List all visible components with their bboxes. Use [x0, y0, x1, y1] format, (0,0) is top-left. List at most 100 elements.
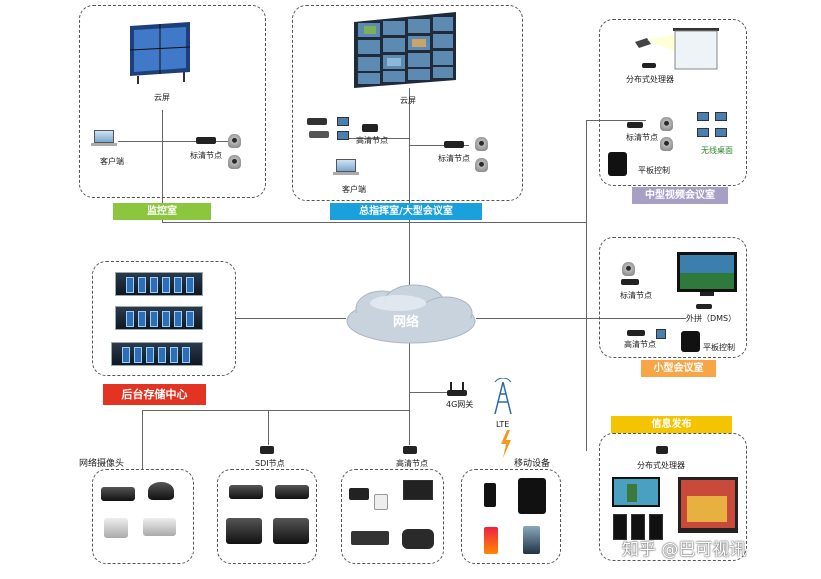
client-label-2: 客户端: [342, 185, 366, 194]
hd-pc-icon-b[interactable]: [337, 131, 349, 140]
sd-node-label-4: 标清节点: [620, 291, 652, 300]
small-conf-box: [599, 237, 747, 358]
mobile-devices-box: [461, 469, 561, 564]
ptz-camera-icon-2b[interactable]: [475, 158, 488, 172]
tablet-control-label-1: 平板控制: [638, 166, 670, 175]
hd-node-label-5: 高清节点: [396, 459, 428, 468]
hd-drop-line: [409, 410, 410, 445]
hd-camera-icon-b[interactable]: [275, 485, 309, 499]
distributed-processor-device-2[interactable]: [656, 446, 668, 454]
bullet-camera-icon-b[interactable]: [143, 518, 176, 536]
external-splice-label: 外拼（DMS）: [686, 314, 737, 323]
client-label-1: 客户端: [100, 157, 124, 166]
streaming-box-icon[interactable]: [402, 529, 434, 549]
smartphone-icon-b[interactable]: [484, 527, 498, 554]
client-laptop-2[interactable]: [336, 159, 356, 172]
network-cloud-label: 网络: [393, 315, 420, 330]
network-camera-box: [92, 469, 194, 564]
wireless-desktop-label: 无线桌面: [701, 146, 733, 155]
ptz-camera-icon-4[interactable]: [622, 262, 635, 276]
workstation-icon[interactable]: [403, 480, 433, 500]
info-publish-box: [599, 433, 747, 561]
blu-ray-player-icon[interactable]: [351, 531, 389, 545]
monitor-room-box: [79, 5, 266, 198]
sd-node-device-4[interactable]: [621, 279, 639, 285]
storage-server-3: [111, 342, 203, 366]
network-cloud: [346, 284, 476, 344]
tablet-icon-1[interactable]: [608, 152, 627, 176]
ptz-camera-icon-1b[interactable]: [228, 155, 241, 169]
hd-node-device-2a[interactable]: [307, 118, 327, 125]
mid-conf-box: [599, 19, 747, 186]
monitor-client-line: [118, 141, 228, 142]
storage-link-line: [236, 318, 346, 319]
ptz-camera-icon-3b[interactable]: [660, 137, 673, 151]
tablet-icon-2[interactable]: [681, 331, 700, 352]
dome-camera-icon[interactable]: [148, 482, 174, 500]
main-horizontal-line: [162, 222, 587, 223]
ptz-camera-icon-1a[interactable]: [228, 134, 241, 148]
monitor-vertical-line: [162, 110, 163, 223]
client-laptop-base-2: [333, 172, 359, 175]
dms-device[interactable]: [696, 304, 712, 309]
hd-node-device-5[interactable]: [403, 446, 417, 454]
gateway-4g-label: 4G网关: [446, 400, 474, 409]
storage-box: [92, 261, 236, 376]
sd-node-device-3[interactable]: [627, 122, 643, 128]
desktop-pc-icon-b[interactable]: [715, 112, 727, 121]
bullet-camera-icon-a[interactable]: [104, 518, 128, 538]
client-laptop-1[interactable]: [94, 130, 114, 143]
cmd-sd-line: [409, 145, 469, 146]
bar-command-room: 总指挥室/大型会议室: [330, 203, 482, 220]
video-wall-1: [129, 22, 191, 84]
bar-backend-storage: 后台存储中心: [103, 384, 206, 405]
media-box-icon[interactable]: [349, 488, 369, 500]
hd-node-device-2c[interactable]: [362, 124, 378, 132]
sd-node-device-2[interactable]: [444, 141, 464, 148]
hd-node-label-2: 高清节点: [356, 136, 388, 145]
hd-node-device-4[interactable]: [627, 330, 645, 336]
watermark: 知乎 @巴可视讯: [622, 540, 747, 560]
display-monitor: [677, 252, 737, 296]
lte-label: LTE: [496, 420, 510, 429]
sd-node-device-1[interactable]: [196, 137, 216, 144]
box-camera-icon[interactable]: [101, 487, 135, 501]
hd-camera-icon-a[interactable]: [229, 485, 263, 499]
projector-screen: [635, 28, 719, 70]
router-4g-icon[interactable]: [446, 380, 468, 398]
signage-display-a: [612, 477, 660, 507]
desktop-pc-icon-c[interactable]: [697, 128, 709, 137]
cloud-screen-label-1: 云屏: [154, 93, 170, 102]
smartphone-icon-c[interactable]: [523, 526, 540, 554]
desktop-pc-icon-d[interactable]: [715, 128, 727, 137]
ptz-camera-icon-3a[interactable]: [660, 117, 673, 131]
bar-mid-video-conf: 中型视频会议室: [632, 187, 728, 204]
desktop-pc-icon-a[interactable]: [697, 112, 709, 121]
camcorder-icon-b[interactable]: [273, 518, 309, 544]
cmd-hd-line: [345, 138, 409, 139]
kiosk-icon-c[interactable]: [649, 514, 663, 540]
sd-node-label-2: 标清节点: [438, 154, 470, 163]
smallconf-link-line: [476, 318, 686, 319]
smartphone-icon-a[interactable]: [484, 483, 496, 507]
sdi-node-label: SDI节点: [255, 459, 285, 468]
distributed-processor-device-1[interactable]: [642, 63, 656, 68]
video-wall-2: [354, 12, 456, 88]
bottom-horizontal-line: [142, 410, 410, 411]
ptz-camera-icon-2a[interactable]: [475, 137, 488, 151]
camcorder-icon-a[interactable]: [226, 518, 262, 544]
midconf-link-line: [586, 120, 646, 121]
bar-info-publish: 信息发布: [611, 416, 732, 433]
tablet-icon-3[interactable]: [518, 478, 546, 514]
kiosk-icon-a[interactable]: [613, 514, 627, 540]
hd-pc-icon-a[interactable]: [337, 117, 349, 126]
client-laptop-base-1: [91, 143, 117, 146]
remote-icon[interactable]: [374, 494, 388, 510]
cloud-screen-label-2: 云屏: [400, 96, 416, 105]
right-vertical-line: [586, 120, 587, 450]
hd-node-device-2b[interactable]: [309, 131, 329, 138]
mobile-device-label: 移动设备: [514, 459, 551, 469]
kiosk-icon-b[interactable]: [631, 514, 645, 540]
sdi-node-device[interactable]: [260, 446, 274, 454]
hd-pc-icon-4[interactable]: [656, 329, 666, 339]
